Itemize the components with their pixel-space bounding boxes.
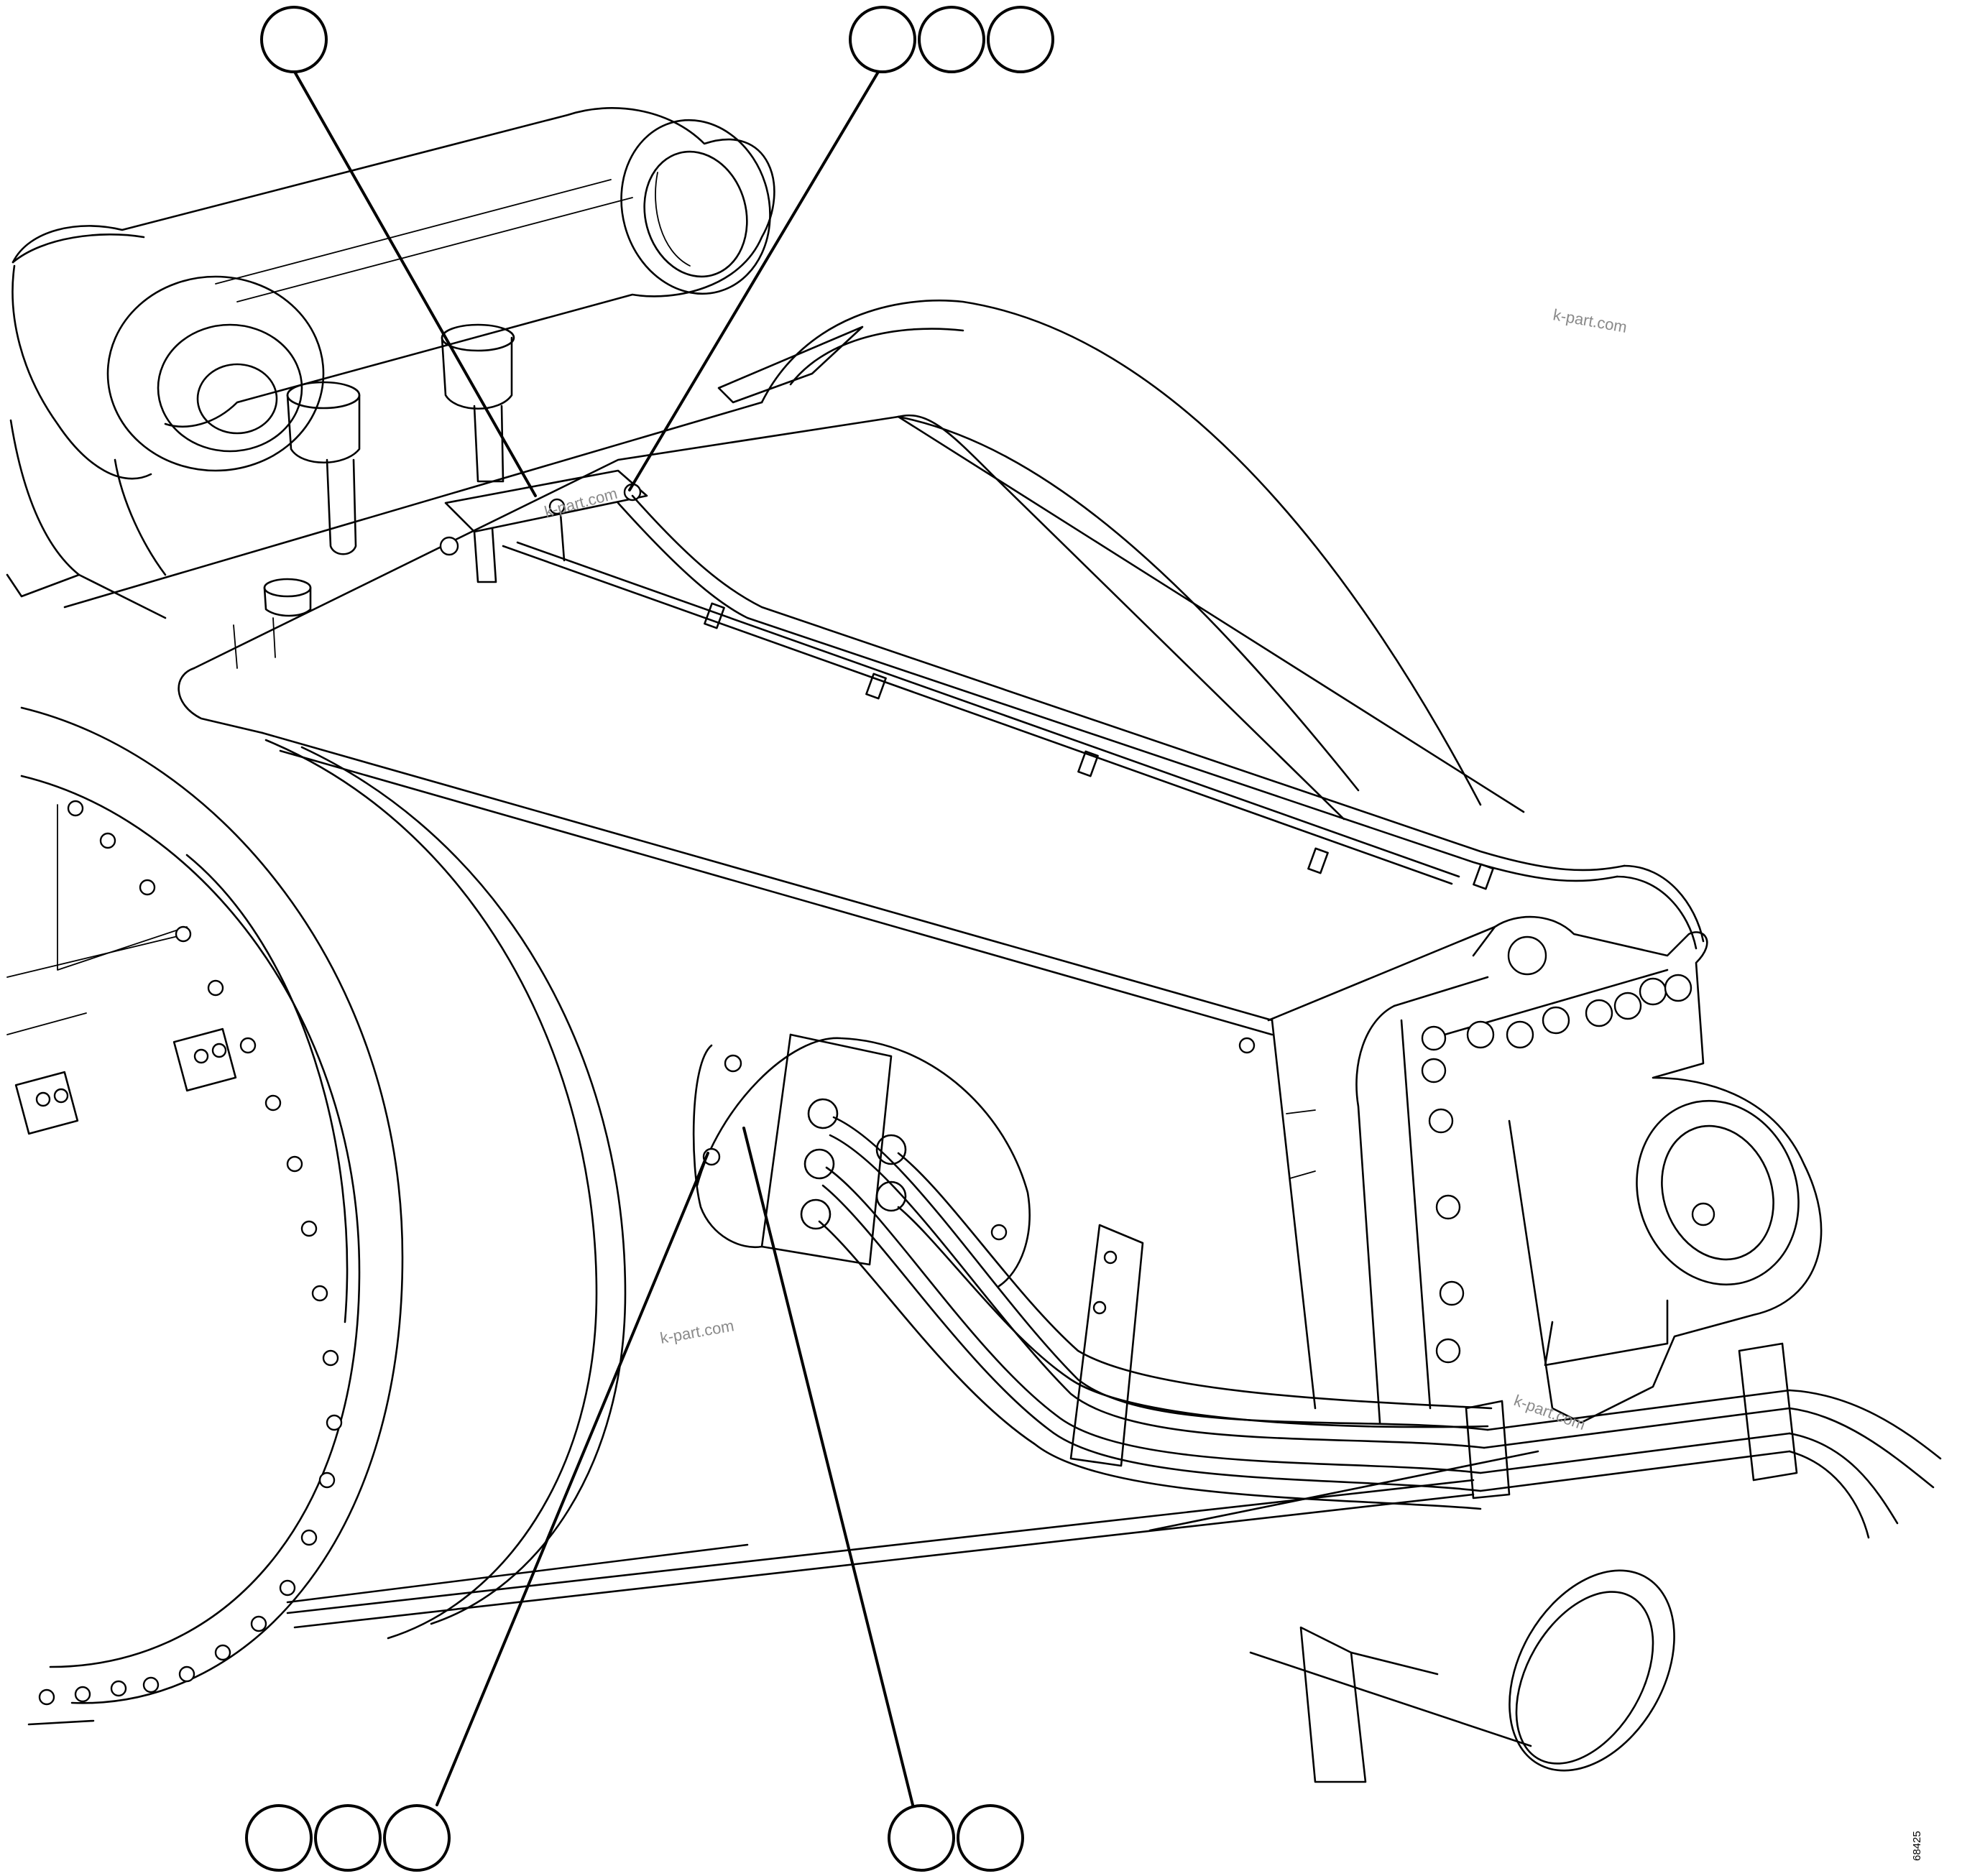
bolted-bracket: [1421, 915, 1823, 1424]
callout-bubble: [987, 6, 1054, 73]
flanged-drum: [6, 706, 627, 1726]
callout-group-bottom-double: [888, 1804, 1024, 1872]
junction-bracket: [439, 469, 648, 583]
boom-link-arm: [11, 107, 775, 428]
callout-bubble: [957, 1804, 1024, 1872]
callout-bubble: [383, 1804, 451, 1872]
callout-bubble: [245, 1804, 313, 1872]
watermark-text: k-part.com: [659, 1316, 736, 1347]
sensor-cylinders: [233, 323, 515, 669]
lower-strut: [286, 1479, 1475, 1629]
callout-bubble: [888, 1804, 955, 1872]
hose-connection-plate: [692, 1033, 1031, 1288]
callout-bubble: [918, 6, 985, 73]
pivot-boss-left: [6, 234, 325, 619]
figure-reference-number: 68425: [1911, 1831, 1923, 1861]
callout-bubble: [314, 1804, 382, 1872]
watermark-text: k-part.com: [543, 484, 620, 521]
callout-group-bottom-triple: [245, 1804, 451, 1872]
upper-hose-run: [502, 494, 1705, 950]
top-cover-plate: [178, 414, 1345, 1036]
bottom-tube: [1148, 1450, 1675, 1783]
watermark-text: k-part.com: [1511, 1391, 1588, 1433]
callout-bubble: [260, 6, 328, 73]
leader-lines: [293, 63, 914, 1806]
callout-bubble: [849, 6, 916, 73]
front-housing-box: [1238, 925, 1496, 1424]
watermark-text: k-part.com: [1552, 305, 1629, 336]
callout-group-top-triple: [849, 6, 1054, 73]
lower-hose-bundle: [818, 1116, 1942, 1539]
callout-group-top-single: [260, 6, 328, 73]
upper-body-plate: [63, 299, 1525, 813]
